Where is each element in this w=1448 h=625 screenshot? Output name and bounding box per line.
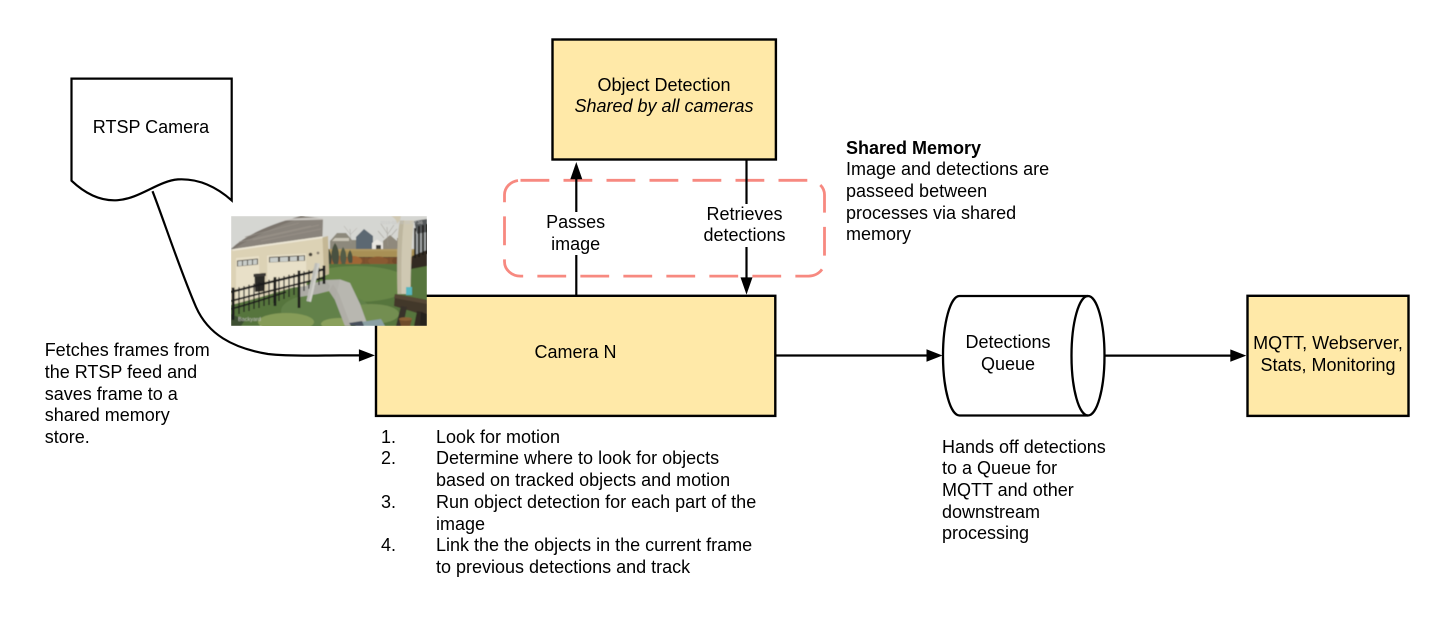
svg-text:2019-02-26 09:47:36: 2019-02-26 09:47:36 bbox=[380, 220, 423, 225]
svg-text:Backyard: Backyard bbox=[238, 317, 261, 323]
